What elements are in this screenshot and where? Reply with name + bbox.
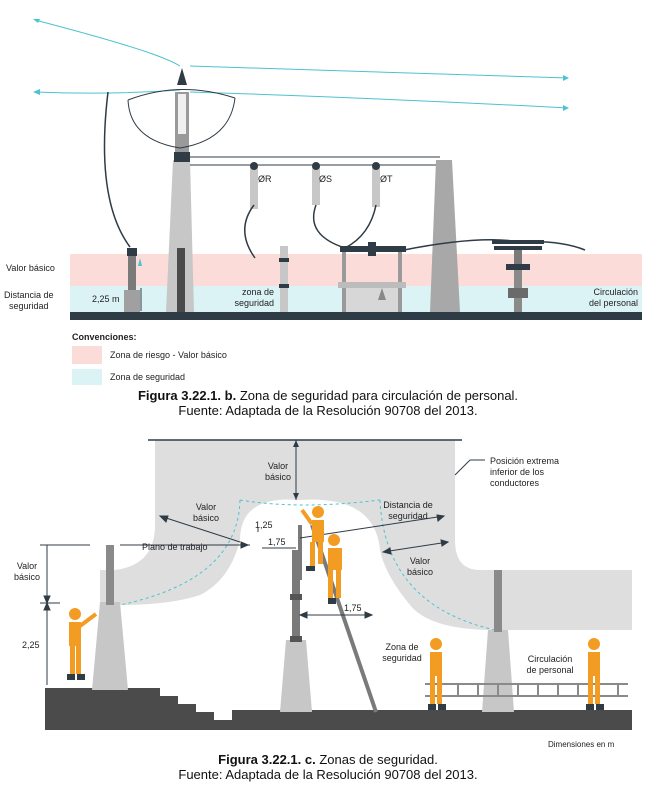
valor-basico-left-label: Valor básico	[190, 502, 222, 524]
caption-c-source: Fuente: Adaptada de la Resolución 90708 …	[178, 767, 478, 782]
distancia-line1: Distancia de	[4, 290, 54, 300]
vbr-line1: Valor	[409, 556, 431, 566]
dist-line1: Distancia de	[383, 500, 433, 510]
vbt-line1: Valor	[267, 461, 289, 471]
risk-zone-band	[70, 254, 642, 286]
distancia-seguridad-label: Distancia de seguridad	[4, 290, 54, 312]
caption-figure-b: Figura 3.22.1. b. Zona de seguridad para…	[0, 388, 656, 418]
height-225-label: 2,25 m	[92, 294, 120, 304]
worker-circulacion	[586, 638, 604, 710]
vbs-line2: básico	[13, 572, 40, 582]
dim-125-label: 1,25	[255, 520, 273, 530]
valor-basico-label: Valor básico	[6, 263, 55, 273]
circ-line1: Circulación	[593, 287, 638, 297]
worker-ladder-top	[300, 506, 324, 571]
legend-safety-label: Zona de seguridad	[110, 372, 186, 382]
dim-225-label: 2,25	[22, 640, 40, 650]
circc-line1: Circulación	[527, 654, 573, 664]
worker-ladder-lower	[328, 534, 342, 604]
breaker-structure	[338, 242, 406, 312]
vbr-line2: básico	[406, 567, 433, 577]
dim-175a-label: 1,75	[268, 537, 286, 547]
posicion-extrema-label: Posición extrema inferior de los conduct…	[490, 456, 559, 489]
caption-figure-c: Figura 3.22.1. c. Zonas de seguridad. Fu…	[0, 752, 656, 782]
circc-line2: de personal	[526, 665, 574, 675]
vbs-line1: Valor	[16, 561, 38, 571]
legend-risk-swatch	[72, 346, 102, 364]
right-tower	[430, 160, 460, 312]
vbl-line2: básico	[192, 513, 219, 523]
valor-basico-right-label: Valor básico	[404, 556, 436, 578]
left-tower	[166, 160, 194, 312]
zona-line2: seguridad	[234, 298, 274, 308]
phase-insulators	[244, 162, 380, 259]
zonac-line1: Zona de	[385, 642, 419, 652]
phase-s-label: ØS	[319, 174, 333, 184]
caption-c-number: Figura 3.22.1. c.	[218, 752, 316, 767]
ground-base	[70, 312, 642, 320]
phase-t-label: ØT	[380, 174, 393, 184]
left-pillar	[92, 602, 128, 690]
caption-c-title: Figura 3.22.1. c. Zonas de seguridad.	[0, 752, 656, 767]
distancia-line2: seguridad	[9, 301, 49, 311]
figure-b-diagram	[33, 19, 642, 320]
legend-safety-swatch	[72, 369, 102, 385]
zona-seguridad-label: zona de seguridad	[228, 287, 274, 309]
circulacion-label: Circulación del personal	[580, 287, 638, 309]
valor-basico-side-label: Valor básico	[12, 561, 42, 583]
overhead-conductors	[33, 19, 569, 111]
plano-trabajo-label: Plano de trabajo	[142, 542, 208, 552]
worker-zona-seguridad	[428, 638, 446, 710]
distancia-seguridad-c-label: Distancia de seguridad	[380, 500, 436, 522]
caption-b-source: Fuente: Adaptada de la Resolución 90708 …	[178, 403, 478, 418]
caption-b-title: Figura 3.22.1. b. Zona de seguridad para…	[0, 388, 656, 403]
zona-line1: zona de	[241, 287, 274, 297]
phase-r-label: ØR	[258, 174, 272, 184]
caption-b-number: Figura 3.22.1. b.	[137, 388, 237, 403]
zonac-line2: seguridad	[382, 653, 422, 663]
figure-c-diagram	[40, 439, 632, 730]
vbl-line1: Valor	[195, 502, 217, 512]
caption-c-text: Zonas de seguridad.	[315, 752, 438, 767]
dim-175b-label: 1,75	[344, 603, 362, 613]
legend-risk-label: Zona de riesgo - Valor básico	[110, 350, 227, 360]
circ-line2: del personal	[588, 298, 638, 308]
legend-title: Convenciones:	[72, 332, 137, 342]
stairs-ground	[45, 688, 632, 730]
dimensiones-label: Dimensiones en m	[548, 740, 615, 749]
right-equipment	[492, 240, 544, 312]
vbt-line2: básico	[264, 472, 291, 482]
worker-left	[67, 608, 98, 680]
right-pillar	[482, 630, 514, 712]
zona-seguridad-c-label: Zona de seguridad	[380, 642, 424, 664]
valor-basico-top-label: Valor básico	[260, 461, 296, 483]
caption-b-text: Zona de seguridad para circulación de pe…	[236, 388, 519, 403]
posicion-line3: conductores	[490, 478, 540, 488]
circulacion-c-label: Circulación de personal	[522, 654, 578, 676]
middle-pillar	[280, 640, 312, 712]
dist-line2: seguridad	[388, 511, 428, 521]
posicion-line2: inferior de los	[490, 467, 545, 477]
posicion-line1: Posición extrema	[490, 456, 560, 466]
